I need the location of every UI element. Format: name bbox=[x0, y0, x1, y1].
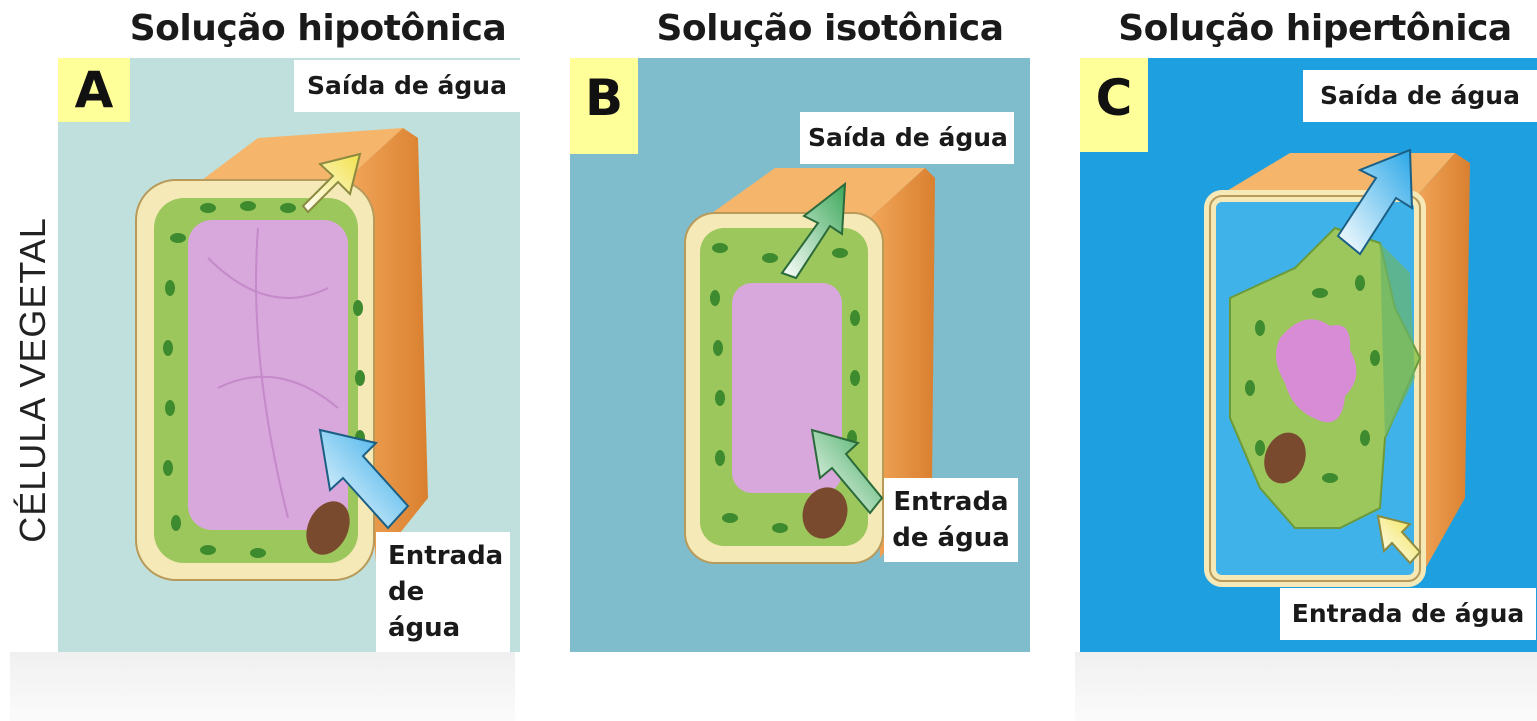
title-hypotonic: Solução hipotônica bbox=[129, 8, 507, 49]
side-label-plant-cell: CÉLULA VEGETAL bbox=[12, 217, 53, 543]
cell-illustration-a bbox=[135, 128, 428, 581]
panel-b-isotonic: B Saída de água Entrada de água bbox=[570, 58, 1030, 652]
exit-water-label-c: Saída de água bbox=[1303, 70, 1537, 122]
title-isotonic: Solução isotônica bbox=[656, 8, 1004, 49]
panel-letter-c: C bbox=[1080, 58, 1148, 152]
cell-illustration-b bbox=[684, 168, 935, 564]
exit-water-label-b: Saída de água bbox=[800, 112, 1014, 164]
entry-water-label-a: Entrada de água bbox=[376, 532, 510, 652]
panel-c-hypertonic: C Saída de água Entrada de água bbox=[1080, 58, 1537, 652]
exit-water-label-a: Saída de água bbox=[294, 60, 520, 112]
bottom-strip-c bbox=[1075, 652, 1537, 721]
panel-letter-a: A bbox=[58, 58, 130, 122]
panel-letter-b: B bbox=[570, 58, 638, 154]
cell-illustration-c bbox=[1204, 148, 1470, 587]
entry-water-label-c: Entrada de água bbox=[1280, 588, 1536, 640]
title-hypertonic: Solução hipertônica bbox=[1118, 8, 1512, 49]
entry-water-label-b: Entrada de água bbox=[884, 478, 1018, 562]
panel-a-hypotonic: A Saída de água Entrada de água bbox=[58, 58, 520, 652]
bottom-strip-a bbox=[10, 652, 515, 721]
